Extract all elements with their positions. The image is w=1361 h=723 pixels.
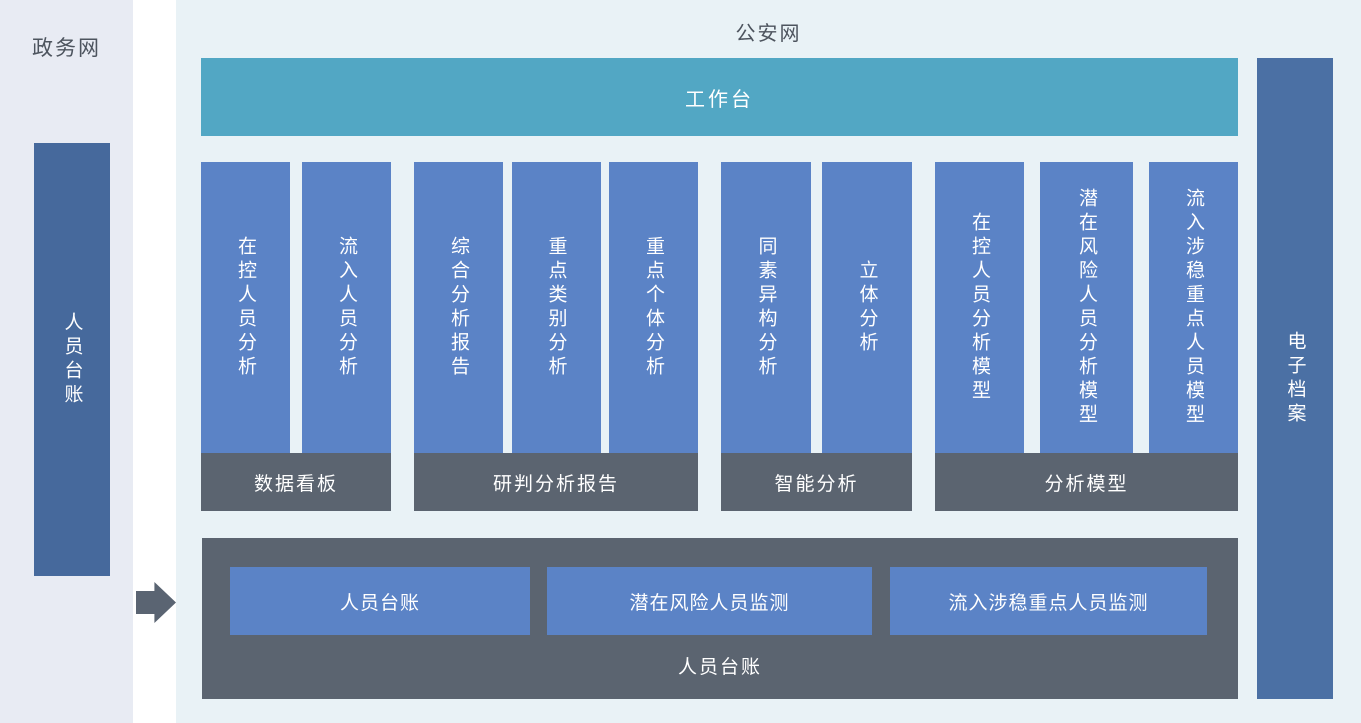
module-key-individual-analysis: 重点个体分析 <box>609 162 698 453</box>
block-potential-risk-monitoring: 潜在风险人员监测 <box>547 567 872 635</box>
group-intelligent-analysis-columns: 同素异构分析 立体分析 <box>721 162 912 453</box>
group-analysis-model-columns: 在控人员分析模型 潜在风险人员分析模型 流入涉稳重点人员模型 <box>935 162 1238 453</box>
group-label-data-dashboard: 数据看板 <box>201 453 391 511</box>
personnel-ledger-buttons: 人员台账 潜在风险人员监测 流入涉稳重点人员监测 <box>230 567 1207 635</box>
module-label: 重点个体分析 <box>643 235 664 380</box>
module-label: 立体分析 <box>856 259 878 356</box>
module-isomer-analysis: 同素异构分析 <box>721 162 811 453</box>
electronic-archive-bar: 电子档案 <box>1257 58 1333 699</box>
module-label: 重点类别分析 <box>545 235 567 380</box>
module-key-category-analysis: 重点类别分析 <box>511 162 601 453</box>
workbench-bar: 工作台 <box>201 58 1238 136</box>
module-stereo-analysis: 立体分析 <box>822 162 912 453</box>
module-label: 综合分析报告 <box>448 235 469 380</box>
module-inflow-personnel-analysis: 流入人员分析 <box>302 162 391 453</box>
block-inflow-key-personnel-monitoring: 流入涉稳重点人员监测 <box>890 567 1207 635</box>
module-label: 在控人员分析模型 <box>969 211 990 404</box>
gov-network-panel: 政务网 人员台账 <box>0 0 133 723</box>
module-label: 流入人员分析 <box>336 235 357 380</box>
group-research-analysis-columns: 综合分析报告 重点类别分析 重点个体分析 <box>414 162 698 453</box>
personnel-ledger-bar: 人员台账 <box>34 143 110 576</box>
module-inflow-key-personnel-model: 流入涉稳重点人员模型 <box>1149 162 1238 453</box>
module-label: 在控人员分析 <box>235 235 256 380</box>
group-data-dashboard: 在控人员分析 流入人员分析 数据看板 <box>201 162 391 511</box>
module-label: 同素异构分析 <box>755 235 777 380</box>
module-in-control-personnel-analysis: 在控人员分析 <box>201 162 290 453</box>
group-data-dashboard-columns: 在控人员分析 流入人员分析 <box>201 162 391 453</box>
personnel-ledger-box: 人员台账 潜在风险人员监测 流入涉稳重点人员监测 人员台账 <box>202 538 1238 699</box>
module-label: 潜在风险人员分析模型 <box>1076 187 1097 428</box>
module-in-control-personnel-analysis-model: 在控人员分析模型 <box>935 162 1024 453</box>
personnel-ledger-box-label: 人员台账 <box>677 657 762 678</box>
module-potential-risk-personnel-analysis-model: 潜在风险人员分析模型 <box>1040 162 1133 453</box>
personnel-ledger-bar-label: 人员台账 <box>61 311 83 408</box>
group-label-analysis-model: 分析模型 <box>935 453 1238 511</box>
group-intelligent-analysis: 同素异构分析 立体分析 智能分析 <box>721 162 912 511</box>
module-label: 流入涉稳重点人员模型 <box>1183 187 1204 428</box>
electronic-archive-bar-label: 电子档案 <box>1284 330 1306 427</box>
group-label-intelligent-analysis: 智能分析 <box>721 453 912 511</box>
right-arrow-icon <box>136 582 176 623</box>
block-personnel-ledger: 人员台账 <box>230 567 530 635</box>
police-network-panel: 公安网 工作台 在控人员分析 流入人员分析 数据看板 综合分析报告 <box>176 0 1361 723</box>
gov-network-title: 政务网 <box>32 37 101 60</box>
group-label-research-analysis-report: 研判分析报告 <box>414 453 698 511</box>
group-analysis-model: 在控人员分析模型 潜在风险人员分析模型 流入涉稳重点人员模型 分析模型 <box>935 162 1238 511</box>
police-network-title: 公安网 <box>735 23 802 45</box>
group-research-analysis-report: 综合分析报告 重点类别分析 重点个体分析 研判分析报告 <box>414 162 698 511</box>
module-comprehensive-analysis-report: 综合分析报告 <box>414 162 503 453</box>
module-groups: 在控人员分析 流入人员分析 数据看板 综合分析报告 重点类别分析 <box>201 162 1238 511</box>
